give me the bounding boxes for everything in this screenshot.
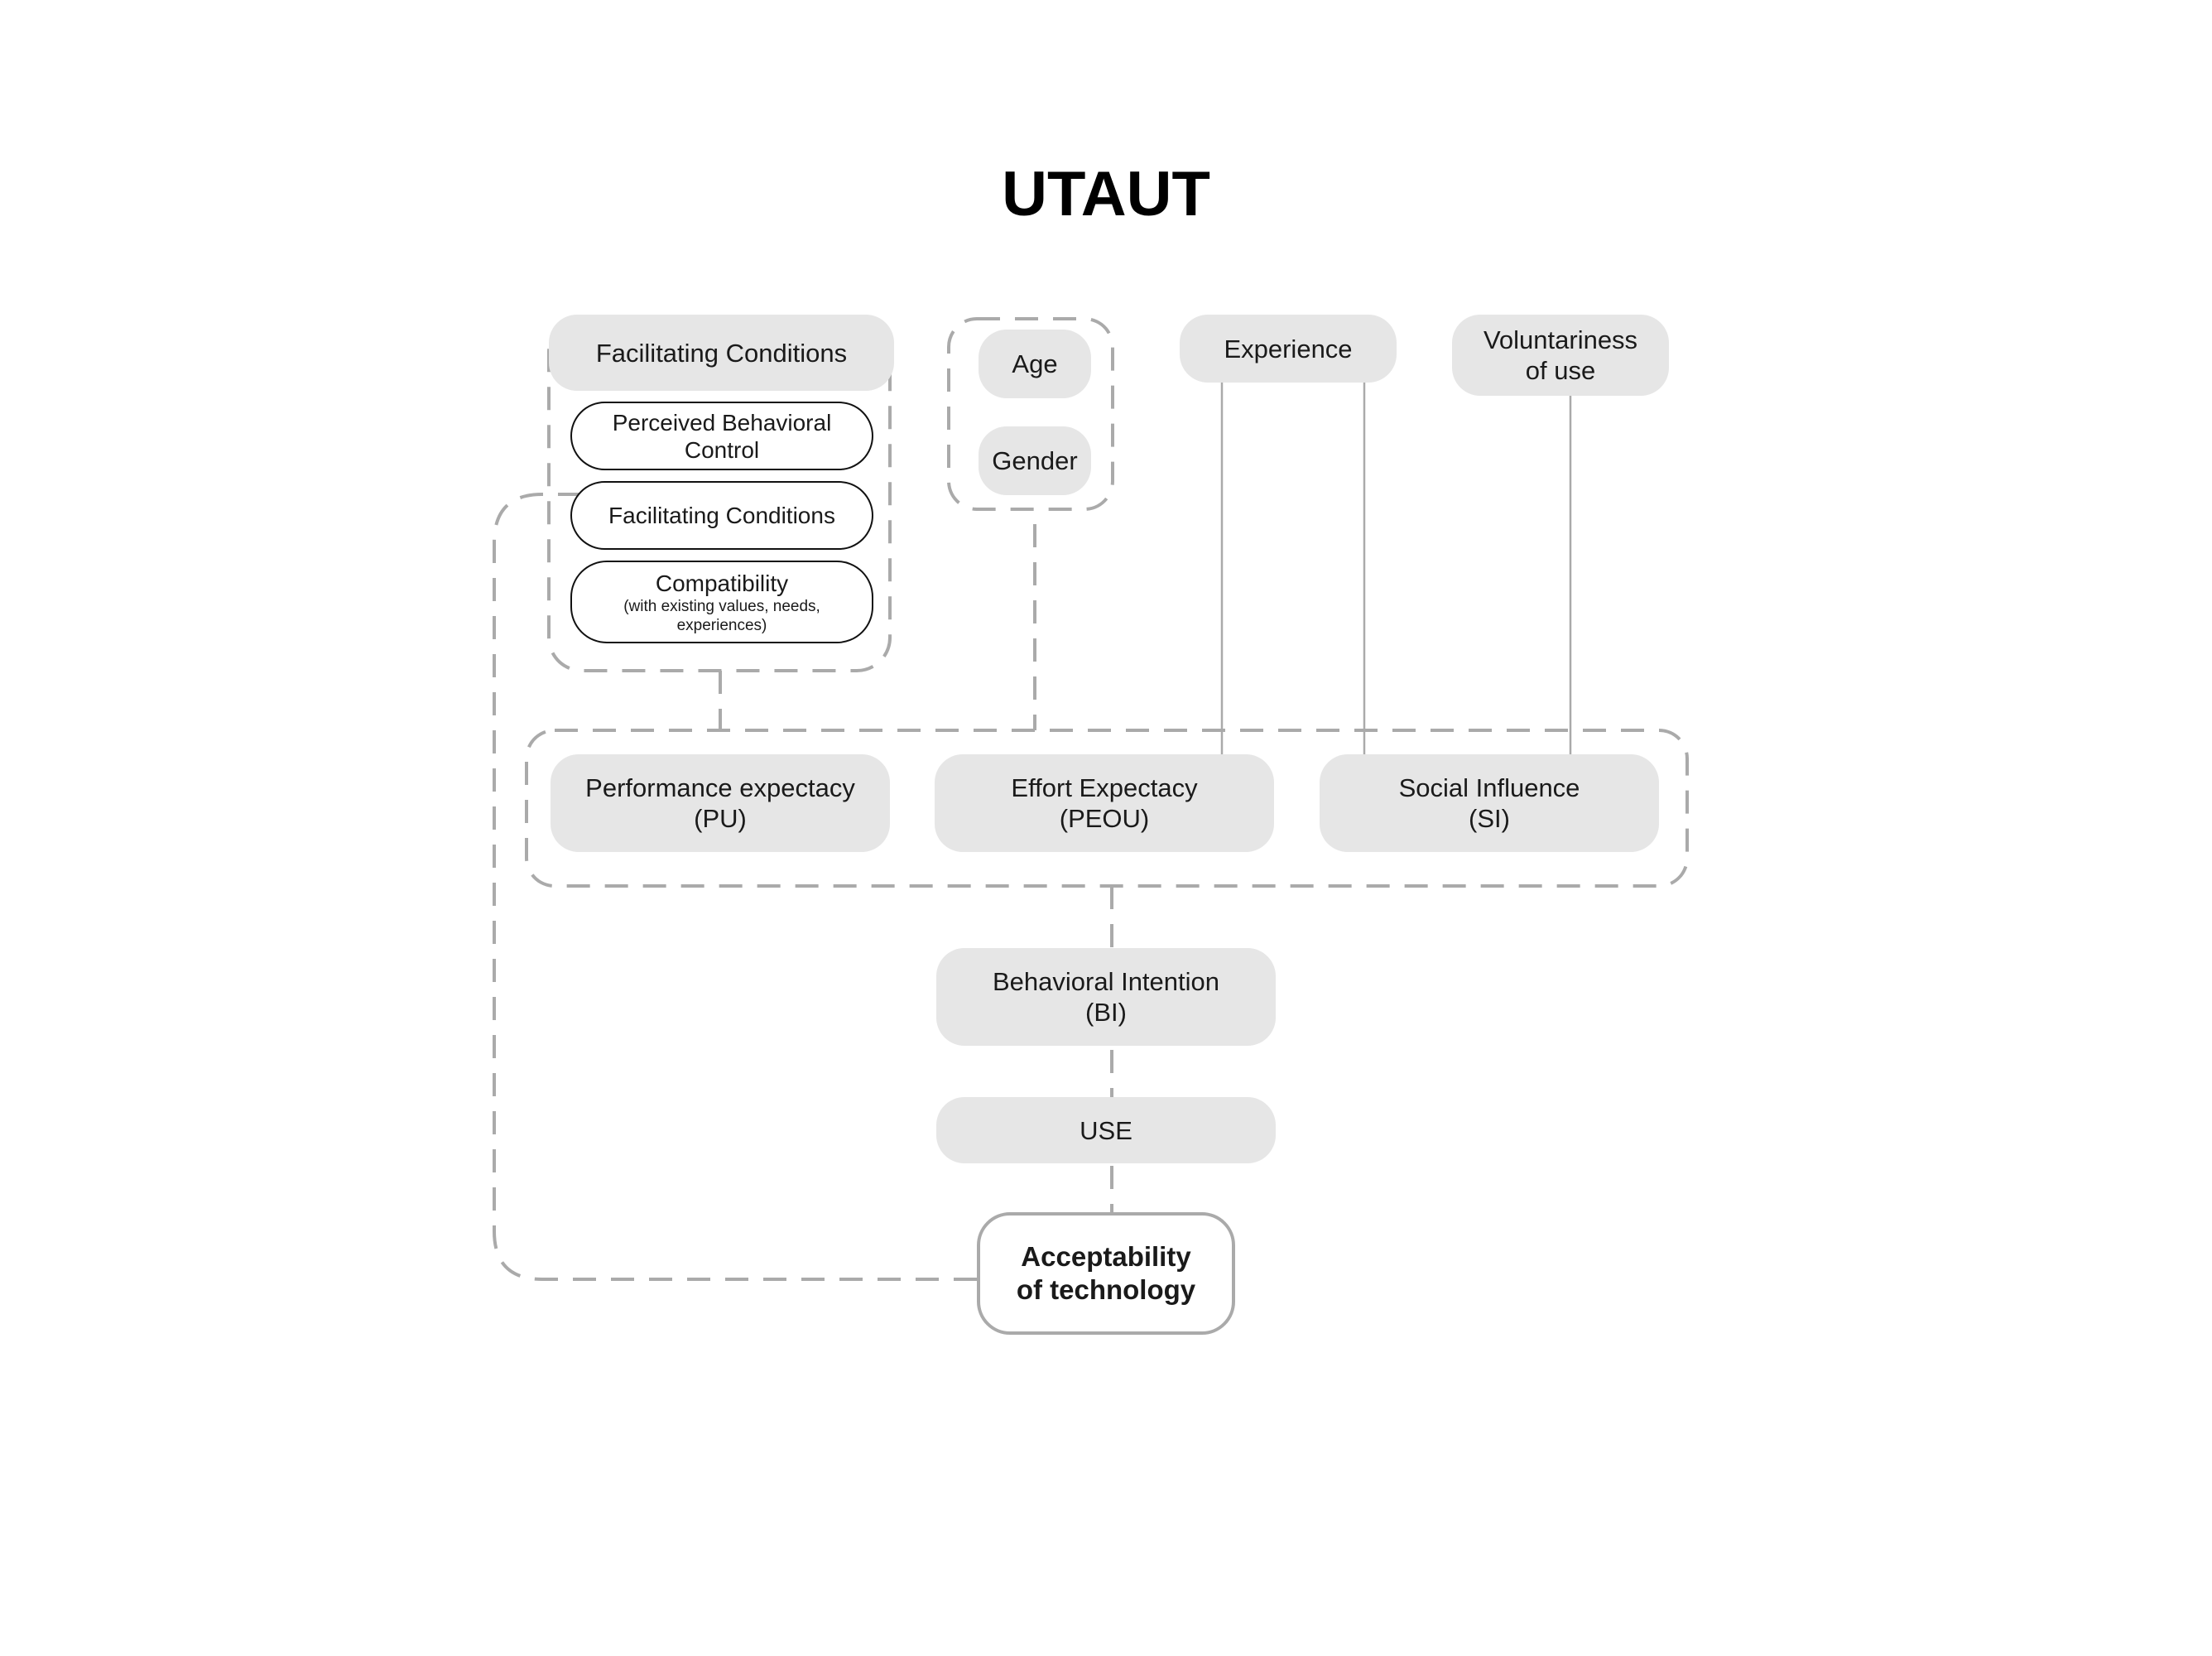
voluntariness-label-line2: of use [1525, 356, 1596, 385]
performance-expectancy-node: Performance expectacy (PU) [551, 754, 890, 852]
use-label: USE [1080, 1115, 1132, 1145]
experience-node: Experience [1180, 315, 1397, 383]
compatibility-node: Compatibility (with existing values, nee… [570, 561, 873, 643]
voluntariness-node: Voluntariness of use [1452, 315, 1669, 396]
pbc-label-line2: Control [684, 436, 760, 463]
compatibility-label: Compatibility [655, 570, 789, 596]
acceptability-label-line2: of technology [1016, 1274, 1196, 1305]
effort-expectancy-abbr: (PEOU) [1059, 804, 1150, 833]
behavioral-intention-node: Behavioral Intention (BI) [936, 948, 1276, 1046]
gender-node: Gender [979, 426, 1091, 495]
age-label: Age [1012, 349, 1058, 378]
effort-expectancy-node: Effort Expectacy (PEOU) [935, 754, 1274, 852]
demographics-group [947, 317, 1114, 511]
diagram-title: UTAUT [1002, 159, 1210, 229]
acceptability-node: Acceptability of technology [977, 1212, 1235, 1335]
facilitating-conditions-header: Facilitating Conditions [549, 315, 894, 391]
voluntariness-label-line1: Voluntariness [1483, 325, 1638, 354]
use-node: USE [936, 1097, 1276, 1163]
gender-label: Gender [992, 446, 1078, 475]
effort-expectancy-label: Effort Expectacy [1011, 773, 1198, 802]
age-node: Age [979, 330, 1091, 398]
facilitating-conditions-header-label: Facilitating Conditions [595, 338, 848, 368]
facilitating-conditions-node-label: Facilitating Conditions [608, 503, 835, 528]
pbc-label-line1: Perceived Behavioral [612, 409, 832, 436]
compatibility-note-line1: (with existing values, needs, [623, 597, 820, 615]
acceptability-label-line1: Acceptability [1021, 1241, 1191, 1272]
perceived-behavioral-control-node: Perceived Behavioral Control [570, 402, 873, 470]
facilitating-conditions-node: Facilitating Conditions [570, 481, 873, 550]
behavioral-intention-abbr: (BI) [1085, 998, 1127, 1027]
experience-label: Experience [1224, 334, 1353, 363]
social-influence-node: Social Influence (SI) [1320, 754, 1659, 852]
core-constructs-group [525, 729, 1689, 888]
social-influence-abbr: (SI) [1469, 804, 1510, 833]
performance-expectancy-abbr: (PU) [694, 804, 747, 833]
social-influence-label: Social Influence [1398, 773, 1580, 802]
compatibility-note-line2: experiences) [676, 616, 767, 634]
feedback-loop-connector [493, 493, 977, 1281]
behavioral-intention-label: Behavioral Intention [992, 967, 1220, 996]
performance-expectancy-label: Performance expectacy [585, 773, 855, 802]
